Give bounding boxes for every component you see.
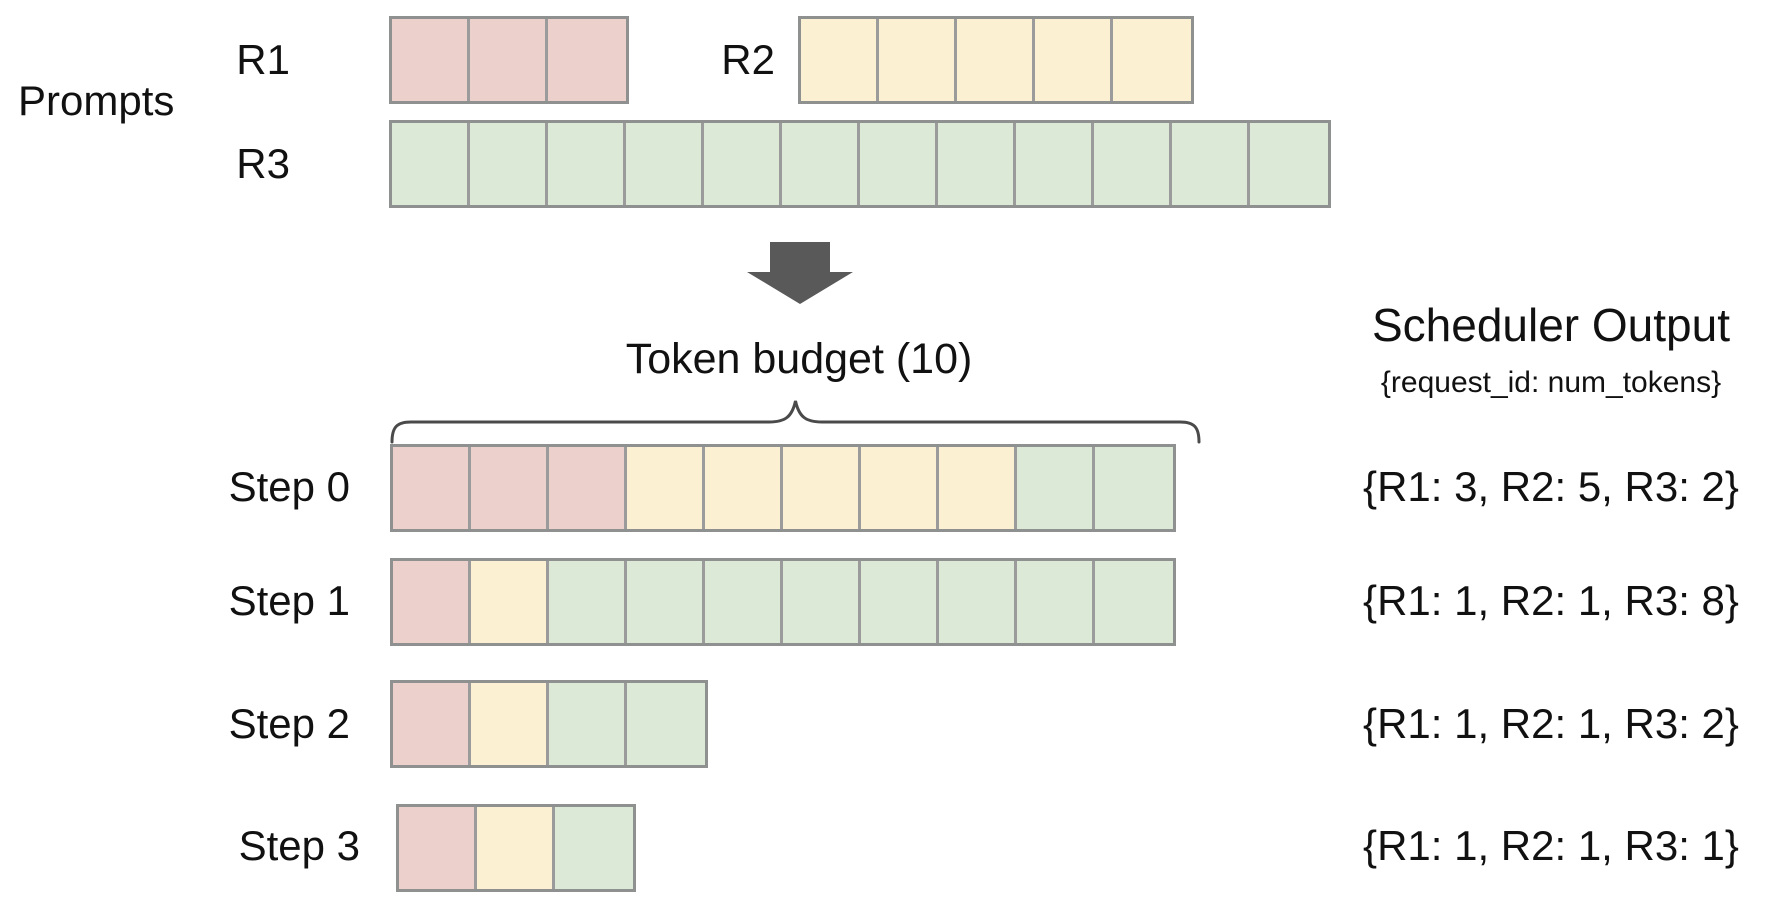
token-cell-r3 (704, 123, 782, 205)
prompt-row-r2 (798, 16, 1194, 104)
token-cell-r2 (861, 447, 939, 529)
token-cell-r3 (1095, 447, 1173, 529)
prompts-section-label: Prompts (18, 77, 175, 124)
token-cell-r3 (939, 561, 1017, 643)
token-cell-r1 (393, 683, 471, 765)
token-cell-r1 (392, 19, 470, 101)
token-cell-r2 (879, 19, 957, 101)
scheduler-output-title: Scheduler Output (1371, 299, 1730, 351)
token-cell-r3 (938, 123, 1016, 205)
token-cell-r1 (470, 19, 548, 101)
row-label-r2: R2 (721, 36, 775, 83)
step-label-1: Step 1 (228, 577, 350, 624)
token-cell-r3 (1094, 123, 1172, 205)
token-cell-r3 (627, 683, 705, 765)
token-cell-r1 (399, 807, 477, 889)
token-cell-r1 (471, 447, 549, 529)
token-cell-r2 (471, 561, 549, 643)
row-label-r1: R1 (236, 36, 290, 83)
token-cell-r3 (1095, 561, 1173, 643)
token-cell-r2 (1035, 19, 1113, 101)
token-cell-r1 (548, 19, 626, 101)
token-cell-r2 (783, 447, 861, 529)
step-output-0: {R1: 3, R2: 5, R3: 2} (1363, 463, 1739, 510)
step-row-1 (390, 558, 1176, 646)
token-cell-r2 (705, 447, 783, 529)
token-cell-r3 (1017, 561, 1095, 643)
token-cell-r3 (549, 683, 627, 765)
token-cell-r3 (1250, 123, 1328, 205)
step-row-3 (396, 804, 636, 892)
step-label-0: Step 0 (228, 463, 350, 510)
token-cell-r3 (626, 123, 704, 205)
token-cell-r2 (801, 19, 879, 101)
step-row-0 (390, 444, 1176, 532)
token-budget-brace (390, 400, 1201, 444)
scheduler-output-subtitle: {request_id: num_tokens} (1380, 366, 1722, 399)
token-cell-r3 (627, 561, 705, 643)
row-label-r3: R3 (236, 140, 290, 187)
token-cell-r2 (477, 807, 555, 889)
prompt-row-r3 (389, 120, 1331, 208)
token-cell-r2 (1113, 19, 1191, 101)
token-cell-r3 (548, 123, 626, 205)
down-arrow-icon (747, 242, 853, 304)
token-cell-r3 (1172, 123, 1250, 205)
step-output-1: {R1: 1, R2: 1, R3: 8} (1363, 577, 1739, 624)
token-cell-r2 (939, 447, 1017, 529)
token-cell-r2 (957, 19, 1035, 101)
token-cell-r3 (470, 123, 548, 205)
token-cell-r1 (549, 447, 627, 529)
token-cell-r3 (782, 123, 860, 205)
token-cell-r3 (1017, 447, 1095, 529)
token-cell-r3 (860, 123, 938, 205)
token-cell-r1 (393, 561, 471, 643)
token-cell-r3 (549, 561, 627, 643)
token-cell-r1 (393, 447, 471, 529)
token-cell-r2 (471, 683, 549, 765)
token-cell-r3 (555, 807, 633, 889)
step-row-2 (390, 680, 708, 768)
token-cell-r3 (783, 561, 861, 643)
step-output-2: {R1: 1, R2: 1, R3: 2} (1363, 700, 1739, 747)
token-cell-r3 (861, 561, 939, 643)
token-budget-label: Token budget (10) (625, 335, 973, 383)
step-label-2: Step 2 (228, 700, 350, 747)
step-output-3: {R1: 1, R2: 1, R3: 1} (1363, 822, 1739, 869)
token-cell-r2 (627, 447, 705, 529)
token-cell-r3 (1016, 123, 1094, 205)
prompt-row-r1 (389, 16, 629, 104)
token-cell-r3 (392, 123, 470, 205)
step-label-3: Step 3 (238, 822, 360, 869)
token-cell-r3 (705, 561, 783, 643)
